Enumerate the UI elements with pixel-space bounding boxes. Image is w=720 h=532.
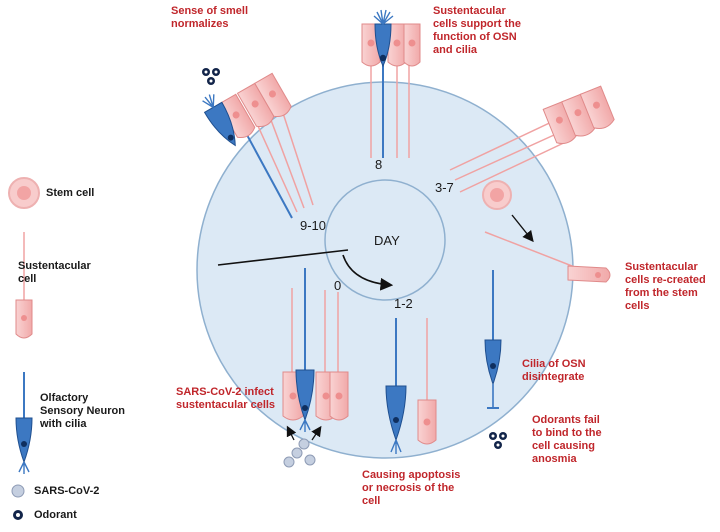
legend-odorant-icon <box>13 510 23 520</box>
annotation-cilia-disintegrate: Cilia of OSN disintegrate <box>522 358 586 383</box>
annotation-infect: SARS-CoV-2 infect sustentacular cells <box>176 386 276 411</box>
cell-cluster-day3-7 <box>542 85 615 144</box>
legend-virus-label: SARS-CoV-2 <box>34 485 100 497</box>
legend-stem-cell-label: Stem cell <box>46 187 95 199</box>
day-label-center: DAY <box>374 233 400 248</box>
legend-sustentacular-label: Sustentacular cell <box>18 260 91 285</box>
day-progress-arrow <box>342 254 394 291</box>
neuron-cilia-disintegrate <box>484 339 502 409</box>
annotation-odorants-fail: Odorants fail to bind to the cell causin… <box>532 414 602 465</box>
annotation-smell-normalizes: Sense of smell normalizes <box>171 5 249 30</box>
legend-sustentacular-icon <box>15 232 33 339</box>
day-label-8: 8 <box>375 157 383 172</box>
day-label-1-2: 1-2 <box>394 296 413 311</box>
virus-arrow-left <box>286 425 297 441</box>
legend-odorant-label: Odorant <box>34 509 77 521</box>
radial-lines <box>239 60 591 400</box>
day-label-0: 0 <box>334 278 342 293</box>
legend-stem-cell-icon <box>8 177 40 209</box>
cell-cluster-day0 <box>282 369 349 432</box>
odorant-cluster-top <box>202 68 220 85</box>
day-divider-line <box>217 249 349 266</box>
stem-to-sust-arrow <box>511 214 534 243</box>
legend-virus-icon <box>11 484 25 498</box>
odorant-cluster-bottom <box>489 432 507 449</box>
recreated-sustentacular-cell <box>567 265 611 283</box>
cell-cluster-day1-2 <box>385 385 437 454</box>
day-label-9-10: 9-10 <box>300 218 327 233</box>
annotation-recreated: Sustentacular cells re-created from the … <box>625 261 706 312</box>
annotation-sustentacular-support: Sustentacular cells support the function… <box>433 5 522 56</box>
legend-osn-icon <box>15 372 33 474</box>
cell-cluster-day9-10 <box>202 72 292 147</box>
stem-cell-in-circle <box>482 180 512 210</box>
virus-arrow-right <box>311 425 322 441</box>
legend-osn-label: Olfactory Sensory Neuron with cilia <box>40 392 125 430</box>
sars-cov-2-particles <box>283 438 316 468</box>
annotation-apoptosis: Causing apoptosis or necrosis of the cel… <box>362 469 461 507</box>
inner-circle <box>324 179 446 301</box>
day-label-3-7: 3-7 <box>435 180 454 195</box>
cell-cluster-day8 <box>361 9 421 68</box>
